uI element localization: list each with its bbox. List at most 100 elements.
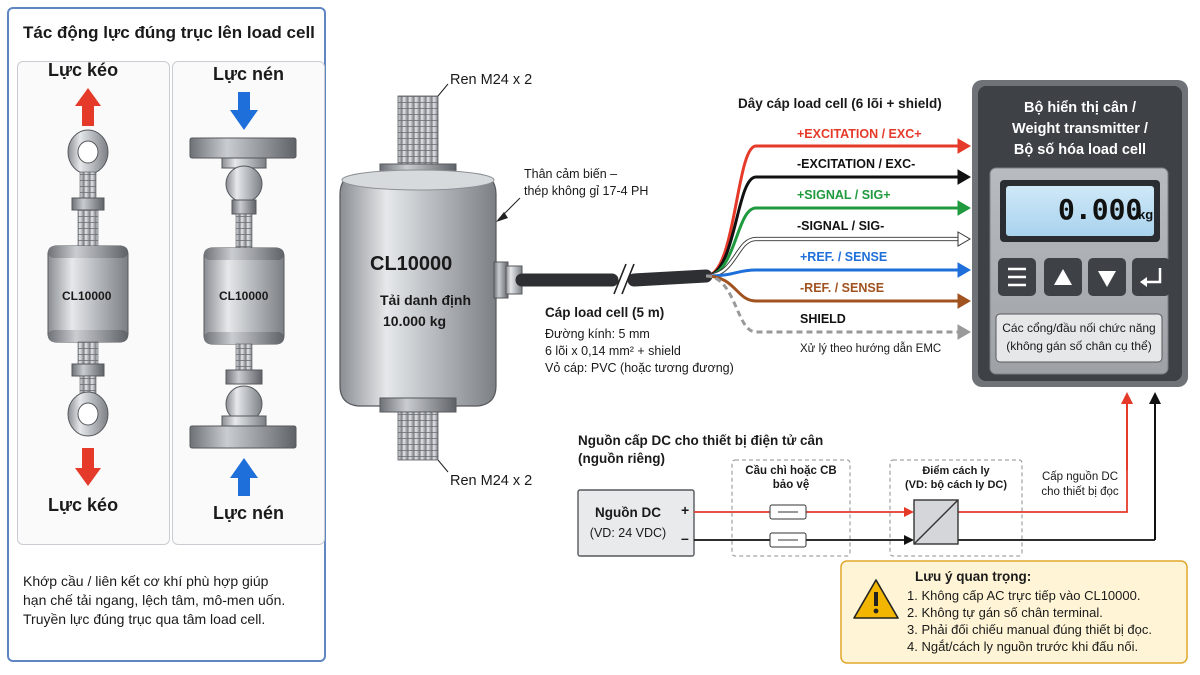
down-arrow-icon [1098,271,1116,287]
footnote-line: Truyền lực đúng trục qua tâm load cell. [23,611,266,627]
rated-load-label: Tải danh định [380,292,471,308]
arrow-down-blue-icon [230,110,258,130]
wire-line [705,274,958,303]
ports-label: Các cổng/đầu nối chức năng (không gán số… [996,319,1162,355]
compression-top-label: Lực nén [213,64,285,84]
thread-top-pointer [437,83,449,97]
weight-transmitter-device [972,80,1188,540]
tension-top-label: Lực kéo [48,60,119,80]
tension-cell-label: CL10000 [62,289,112,303]
thread-bottom-label: Ren M24 x 2 [450,473,533,489]
wire-label-ref-plus: +REF. / SENSE [800,250,888,264]
fuse-box [731,459,851,557]
warning-list: 1. Không cấp AC trực tiếp vào CL10000. 2… [907,587,1152,655]
compression-assembly [189,92,297,496]
force-panel-title: Tác động lực đúng trục lên load cell [23,23,315,42]
wire-label-sig-plus: +SIGNAL / SIG+ [797,188,891,202]
display-value: 0.000 [1058,193,1143,226]
up-arrow-icon [1054,269,1072,285]
warning-title: Lưu ý quan trọng: [915,569,1032,584]
ports-label-line: Các cổng/đầu nối chức năng [1002,321,1156,335]
warning-item: 3. Phải đối chiếu manual đúng thiết bị đ… [907,622,1153,637]
dc-source-box [577,489,695,557]
supply-note-line: cho thiết bị đọc [1041,486,1119,498]
wires-title: Dây cáp load cell (6 lõi + shield) [738,96,942,111]
device-title-line: Bộ hiển thị cân / [1024,100,1136,116]
isolation-box [889,459,1023,557]
wire-label-exc-minus: -EXCITATION / EXC- [797,157,916,171]
cable-spec-line: 6 lõi x 0,14 mm² + shield [545,344,681,358]
lcd-screen [1006,186,1154,236]
body-note: Thân cảm biến – thép không gỉ 17-4 PH [524,166,648,200]
body-note-line: Thân cảm biến – [524,167,618,181]
footnote-line: Khớp cầu / liên kết cơ khí phù hợp giúp [23,573,269,589]
power-title: Nguồn cấp DC cho thiết bị điện tử cân (n… [578,432,823,468]
wire-label-exc-plus: +EXCITATION / EXC+ [797,127,922,141]
warning-item: 1. Không cấp AC trực tiếp vào CL10000. [907,588,1141,603]
emc-note: Xử lý theo hướng dẫn EMC [800,343,942,355]
dc-source-value: (VD: 24 VDC) [589,526,667,540]
isolation-title-line: (VD: bộ cách ly DC) [904,479,1008,491]
enter-icon [1144,268,1162,284]
sensor-model: CL10000 [370,253,453,275]
warning-box [840,560,1188,664]
display-unit: kg [1138,207,1154,222]
wire-arrow-icon [957,293,971,309]
wires-group [705,138,971,340]
wire-arrow-icon [957,200,971,216]
cable-specs: Đường kính: 5 mm 6 lõi x 0,14 mm² + shie… [545,326,734,377]
isolation-title-line: Điểm cách ly [922,465,990,477]
fuse-title-line: bảo vệ [772,479,810,491]
ports-label-line: (không gán số chân cụ thể) [1006,339,1152,353]
arrow-up-blue-icon [230,458,258,478]
power-minus-arrow-icon [1149,392,1161,404]
ports-label-box [995,313,1163,363]
rated-load-value: 10.000 kg [383,313,447,329]
load-cell-illustration [339,83,713,473]
wire-label-ref-minus: -REF. / SENSE [800,281,885,295]
dc-source-label: Nguồn DC [595,505,661,520]
cable-title: Cáp load cell (5 m) [545,305,665,320]
device-title-line: Weight transmitter / [1012,121,1148,137]
wire-arrow-icon [957,231,971,247]
power-supply-section [577,459,1155,557]
fuse-title: Cầu chì hoặc CB bảo vệ [732,464,850,492]
body-note-line: thép không gỉ 17-4 PH [524,184,649,198]
tension-bottom-label: Lực kéo [48,495,119,515]
isolation-title: Điểm cách ly (VD: bộ cách ly DC) [890,464,1022,492]
compression-bottom-label: Lực nén [213,503,285,523]
wire-arrow-icon [957,324,971,340]
power-plus-arrow-icon [1121,392,1133,404]
supply-note: Cấp nguồn DC cho thiết bị đọc [1030,470,1130,500]
power-title-line: Nguồn cấp DC cho thiết bị điện tử cân [578,433,824,448]
wire-label-sig-minus: -SIGNAL / SIG- [797,219,885,233]
cable-spec-line: Đường kính: 5 mm [545,327,650,341]
cable-spec-line: Vỏ cáp: PVC (hoặc tương đương) [545,361,734,375]
warning-item: 4. Ngắt/cách ly nguồn trước khi đấu nối. [907,639,1139,654]
device-title: Bộ hiển thị cân / Weight transmitter / B… [978,98,1182,161]
wire-arrow-icon [957,262,971,278]
fuse-title-line: Cầu chì hoặc CB [745,465,837,477]
arrow-down-icon [75,468,101,486]
wire-label-shield: SHIELD [800,312,846,326]
device-title-line: Bộ số hóa load cell [1013,142,1147,158]
thread-bottom-pointer [437,459,449,473]
arrow-up-icon [75,88,101,106]
arrow-up-shaft [82,104,94,126]
wire-arrow-icon [957,138,971,154]
arrow-down-shaft [82,448,94,470]
tension-assembly [47,88,129,486]
wire-line [705,268,958,278]
minus-terminal: – [681,530,689,546]
warning-item: 2. Không tự gán số chân terminal. [907,605,1103,620]
footnote-line: hạn chế tải ngang, lệch tâm, mô-men uốn. [23,592,286,608]
power-title-line: (nguồn riêng) [578,451,665,466]
compression-cell-label: CL10000 [219,289,269,303]
force-footnote: Khớp cầu / liên kết cơ khí phù hợp giúp … [23,572,285,629]
wire-arrow-icon [957,169,971,185]
supply-note-line: Cấp nguồn DC [1041,471,1119,483]
thread-top-label: Ren M24 x 2 [450,72,533,88]
plus-terminal: + [681,502,690,518]
enter-button [1132,258,1170,296]
